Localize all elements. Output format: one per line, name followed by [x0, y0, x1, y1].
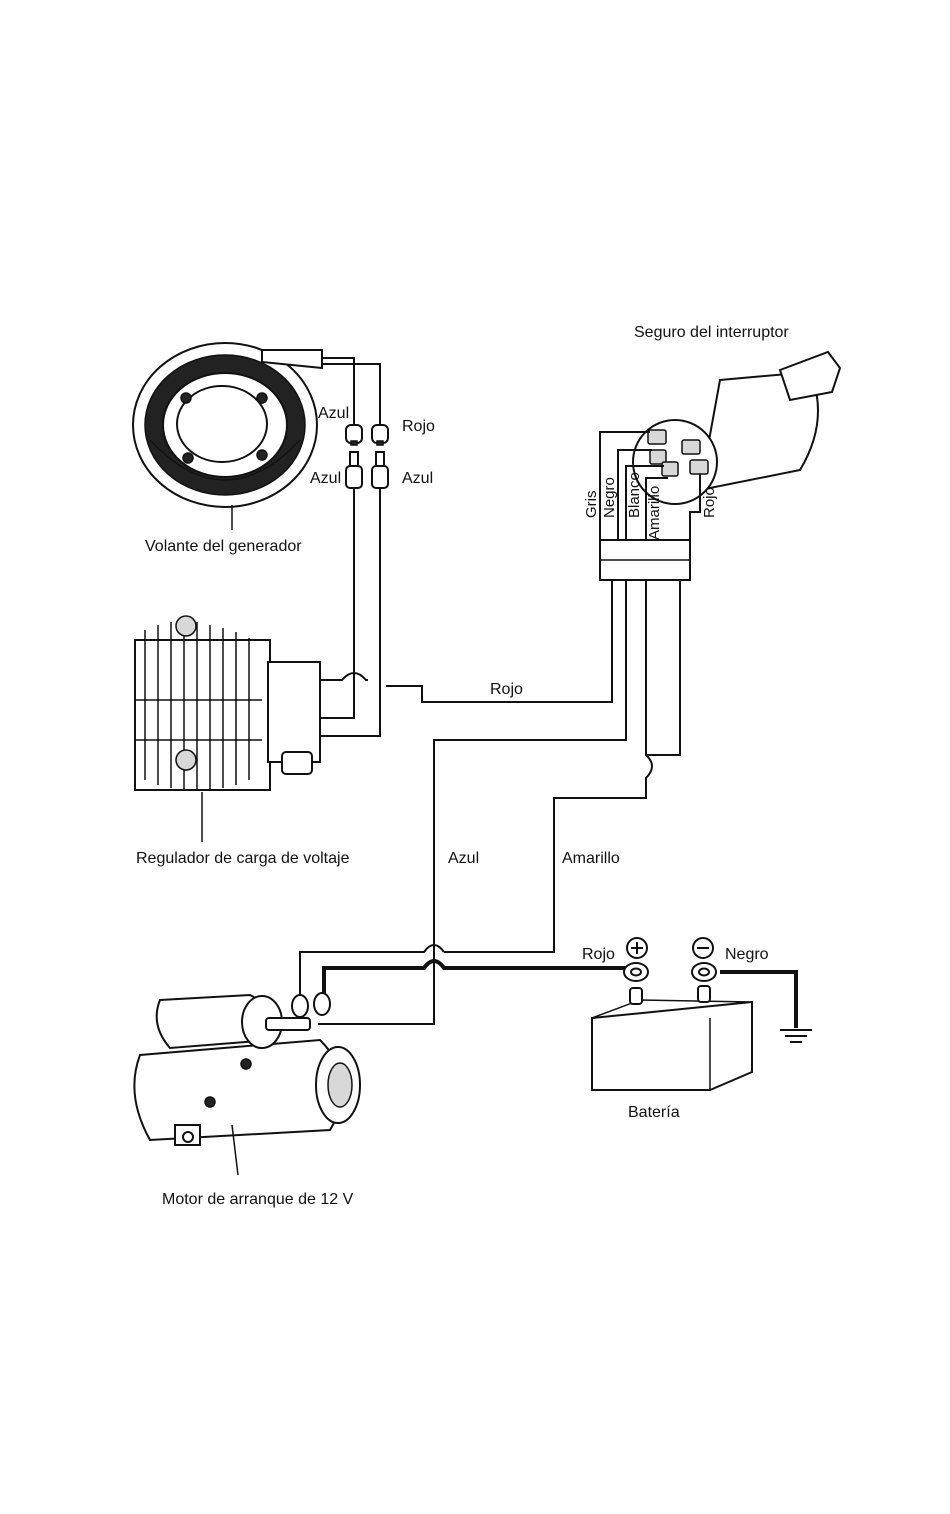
wire-azul-down	[318, 580, 626, 1024]
flywheel-generator-label: Volante del generador	[145, 538, 302, 555]
wire-label-amarillo: Amarillo	[562, 850, 620, 867]
voltage-regulator-label: Regulador de carga de voltaje	[136, 850, 350, 867]
connector-pair	[346, 425, 388, 488]
wire-amarillo-to-starter	[300, 945, 444, 998]
switch-wire-label-blanco: Blanco	[626, 472, 643, 518]
connector-label-gen-azul: Azul	[318, 405, 349, 422]
ignition-switch	[633, 352, 840, 504]
switch-wire-label-negro: Negro	[601, 477, 618, 518]
connector-label-reg-azul-right: Azul	[402, 470, 433, 487]
wire-battery-positive	[324, 961, 636, 996]
minus-symbol-icon	[693, 938, 713, 958]
battery-negative-label: Negro	[725, 946, 769, 963]
switch-wire-label-gris: Gris	[583, 491, 600, 519]
voltage-regulator	[135, 616, 320, 790]
starter-motor	[134, 993, 360, 1145]
switch-wire-label-amarillo: Amarillo	[646, 486, 663, 540]
ignition-switch-label: Seguro del interruptor	[634, 324, 789, 341]
switch-connector-block	[600, 540, 690, 580]
wire-amarillo-down-2	[646, 580, 680, 755]
wire-label-rojo: Rojo	[490, 681, 523, 698]
starter-motor-label: Motor de arranque de 12 V	[162, 1191, 354, 1208]
wire-amarillo-down	[444, 580, 652, 952]
battery	[592, 986, 752, 1090]
connector-label-gen-rojo: Rojo	[402, 418, 435, 435]
flywheel-generator	[133, 343, 322, 507]
ground-symbol	[780, 1030, 812, 1042]
wire-label-azul: Azul	[448, 850, 479, 867]
battery-terminal-rings	[624, 963, 716, 981]
wire-reg-out-2	[320, 668, 380, 736]
battery-label: Batería	[628, 1104, 680, 1121]
plus-symbol-icon	[627, 938, 647, 958]
connector-label-reg-azul-left: Azul	[310, 470, 341, 487]
battery-positive-label: Rojo	[582, 946, 615, 963]
wire-reg-out-1	[320, 668, 368, 718]
switch-wire-label-rojo: Rojo	[701, 487, 718, 518]
